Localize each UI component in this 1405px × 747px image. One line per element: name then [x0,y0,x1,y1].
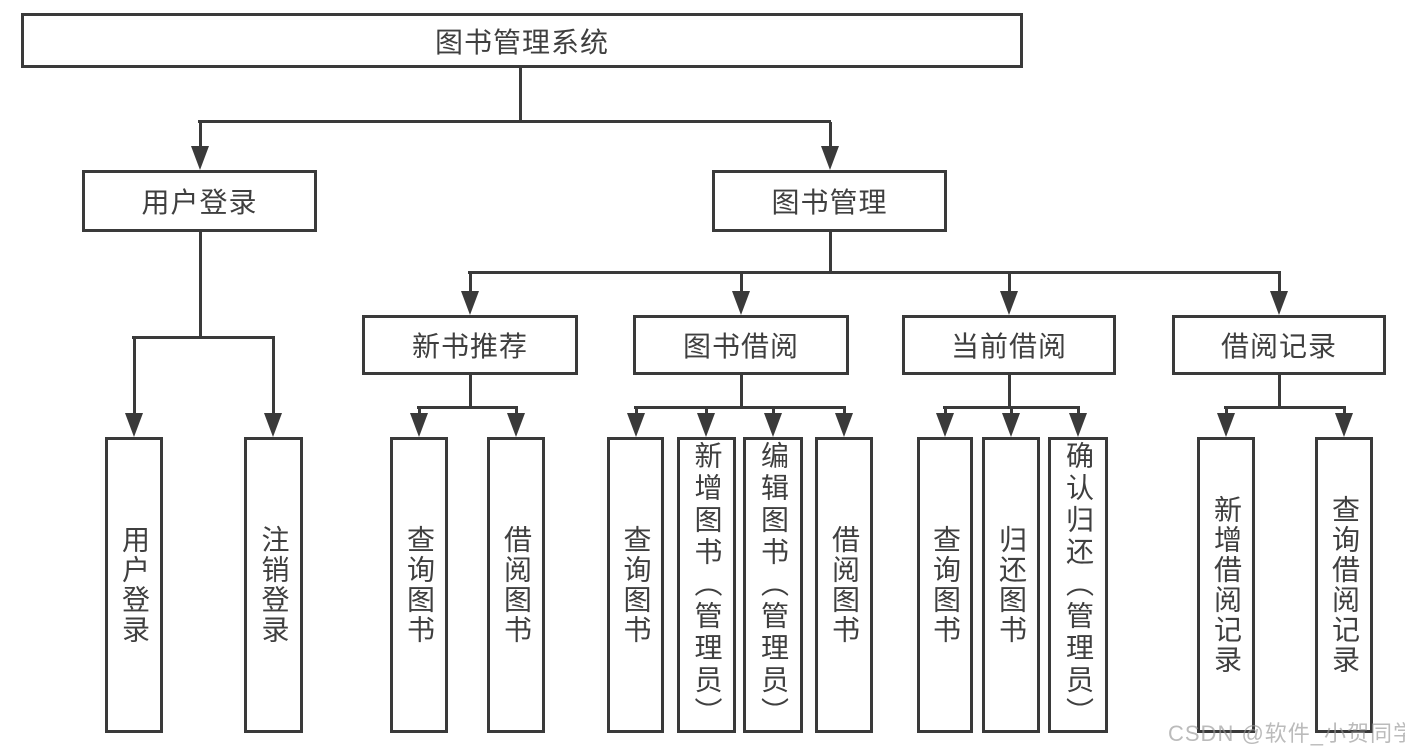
node-book-mgmt: 图书管理 [712,170,947,232]
node-current-borrow: 当前借阅 [902,315,1116,375]
arrow-bb-leaf2 [697,413,715,437]
leaf-logout: 注销登录 [244,437,303,733]
connector-user-leaf2-stem [272,338,275,416]
node-borrow-record-label: 借阅记录 [1220,331,1337,362]
connector-user-login-stem [199,122,202,150]
leaf-confirm-return-admin-label: 确认归还（管理员） [1063,441,1094,729]
connector-nb-leaf2-stem [515,408,518,416]
connector-borrow-record-stem [1278,273,1281,293]
connector-borrow-record-hline [1224,406,1346,409]
arrow-to-current-borrow [1000,291,1018,315]
leaf-user-login: 用户登录 [105,437,163,733]
arrow-bb-leaf1 [627,413,645,437]
arrow-to-book-mgmt [821,146,839,170]
arrow-cb-leaf3 [1069,413,1087,437]
connector-bb-leaf2-stem [705,408,708,416]
connector-cb-leaf3-stem [1077,408,1080,416]
leaf-return-books-label: 归还图书 [996,525,1027,645]
leaf-query-books-borrow: 查询图书 [607,437,664,733]
connector-cb-leaf2-stem [1010,408,1013,416]
arrow-to-user-login [191,146,209,170]
connector-nb-leaf1-stem [418,408,421,416]
connector-borrow-record-down [1278,375,1281,409]
node-borrow-record: 借阅记录 [1172,315,1386,375]
connector-new-book-stem [469,273,472,293]
connector-book-mgmt-stem [829,122,832,150]
connector-level2-hline [198,120,831,123]
arrow-to-logout-leaf [264,413,282,437]
arrow-nb-leaf2 [507,413,525,437]
node-book-borrow-label: 图书借阅 [682,331,799,362]
leaf-borrow-books-borrow: 借阅图书 [815,437,873,733]
node-book-borrow: 图书借阅 [633,315,849,375]
node-root: 图书管理系统 [21,13,1023,68]
node-user-login: 用户登录 [82,170,317,232]
connector-bb-leaf4-stem [843,408,846,416]
leaf-edit-books-admin: 编辑图书（管理员） [743,437,803,733]
node-current-borrow-label: 当前借阅 [950,331,1067,362]
connector-br-leaf1-stem [1225,408,1228,416]
leaf-confirm-return-admin: 确认归还（管理员） [1048,437,1108,733]
connector-mgmt-branch-stem [829,232,832,274]
node-book-mgmt-label: 图书管理 [771,187,888,218]
arrow-br-leaf1 [1217,413,1235,437]
leaf-query-books-current: 查询图书 [917,437,973,733]
arrow-to-user-login-leaf [125,413,143,437]
connector-cb-leaf1-stem [944,408,947,416]
connector-current-borrow-down [1008,375,1011,409]
leaf-query-books-borrow-label: 查询图书 [620,525,652,645]
connector-current-borrow-stem [1008,273,1011,293]
arrow-to-book-borrow [732,291,750,315]
leaf-logout-label: 注销登录 [258,525,290,645]
leaf-query-books-newbook-label: 查询图书 [404,525,435,645]
connector-root-stem [519,68,522,123]
connector-current-borrow-hline [943,406,1080,409]
connector-level3-hline [468,271,1281,274]
connector-user-leaf1-stem [133,338,136,416]
connector-br-leaf2-stem [1343,408,1346,416]
connector-new-book-down [469,375,472,409]
leaf-query-borrow-record: 查询借阅记录 [1315,437,1373,733]
csdn-watermark: CSDN @软件_小贺同学 [1168,721,1405,746]
connector-book-borrow-down [740,375,743,409]
leaf-add-borrow-record-label: 新增借阅记录 [1211,495,1242,675]
leaf-add-books-admin: 新增图书（管理员） [677,437,736,733]
leaf-add-borrow-record: 新增借阅记录 [1197,437,1255,733]
arrow-cb-leaf2 [1002,413,1020,437]
leaf-query-books-newbook: 查询图书 [390,437,448,733]
connector-bb-leaf3-stem [772,408,775,416]
leaf-user-login-label: 用户登录 [119,525,150,645]
leaf-borrow-books-newbook-label: 借阅图书 [501,525,532,645]
leaf-query-borrow-record-label: 查询借阅记录 [1329,495,1360,675]
leaf-query-books-current-label: 查询图书 [930,525,961,645]
connector-user-branch-hline [132,336,275,339]
leaf-return-books: 归还图书 [982,437,1040,733]
connector-user-branch-stem [199,232,202,339]
leaf-edit-books-admin-label: 编辑图书（管理员） [758,441,789,729]
node-new-book: 新书推荐 [362,315,578,375]
connector-book-borrow-stem [740,273,743,293]
arrow-to-new-book [461,291,479,315]
connector-book-borrow-hline [634,406,846,409]
arrow-nb-leaf1 [410,413,428,437]
leaf-add-books-admin-label: 新增图书（管理员） [691,441,723,729]
arrow-br-leaf2 [1335,413,1353,437]
leaf-borrow-books-borrow-label: 借阅图书 [829,525,860,645]
arrow-bb-leaf3 [764,413,782,437]
node-new-book-label: 新书推荐 [411,331,528,362]
leaf-borrow-books-newbook: 借阅图书 [487,437,545,733]
connector-bb-leaf1-stem [635,408,638,416]
arrow-cb-leaf1 [936,413,954,437]
node-user-login-label: 用户登录 [141,187,258,218]
node-root-label: 图书管理系统 [434,26,609,58]
arrow-bb-leaf4 [835,413,853,437]
connector-new-book-hline [417,406,518,409]
arrow-to-borrow-record [1270,291,1288,315]
